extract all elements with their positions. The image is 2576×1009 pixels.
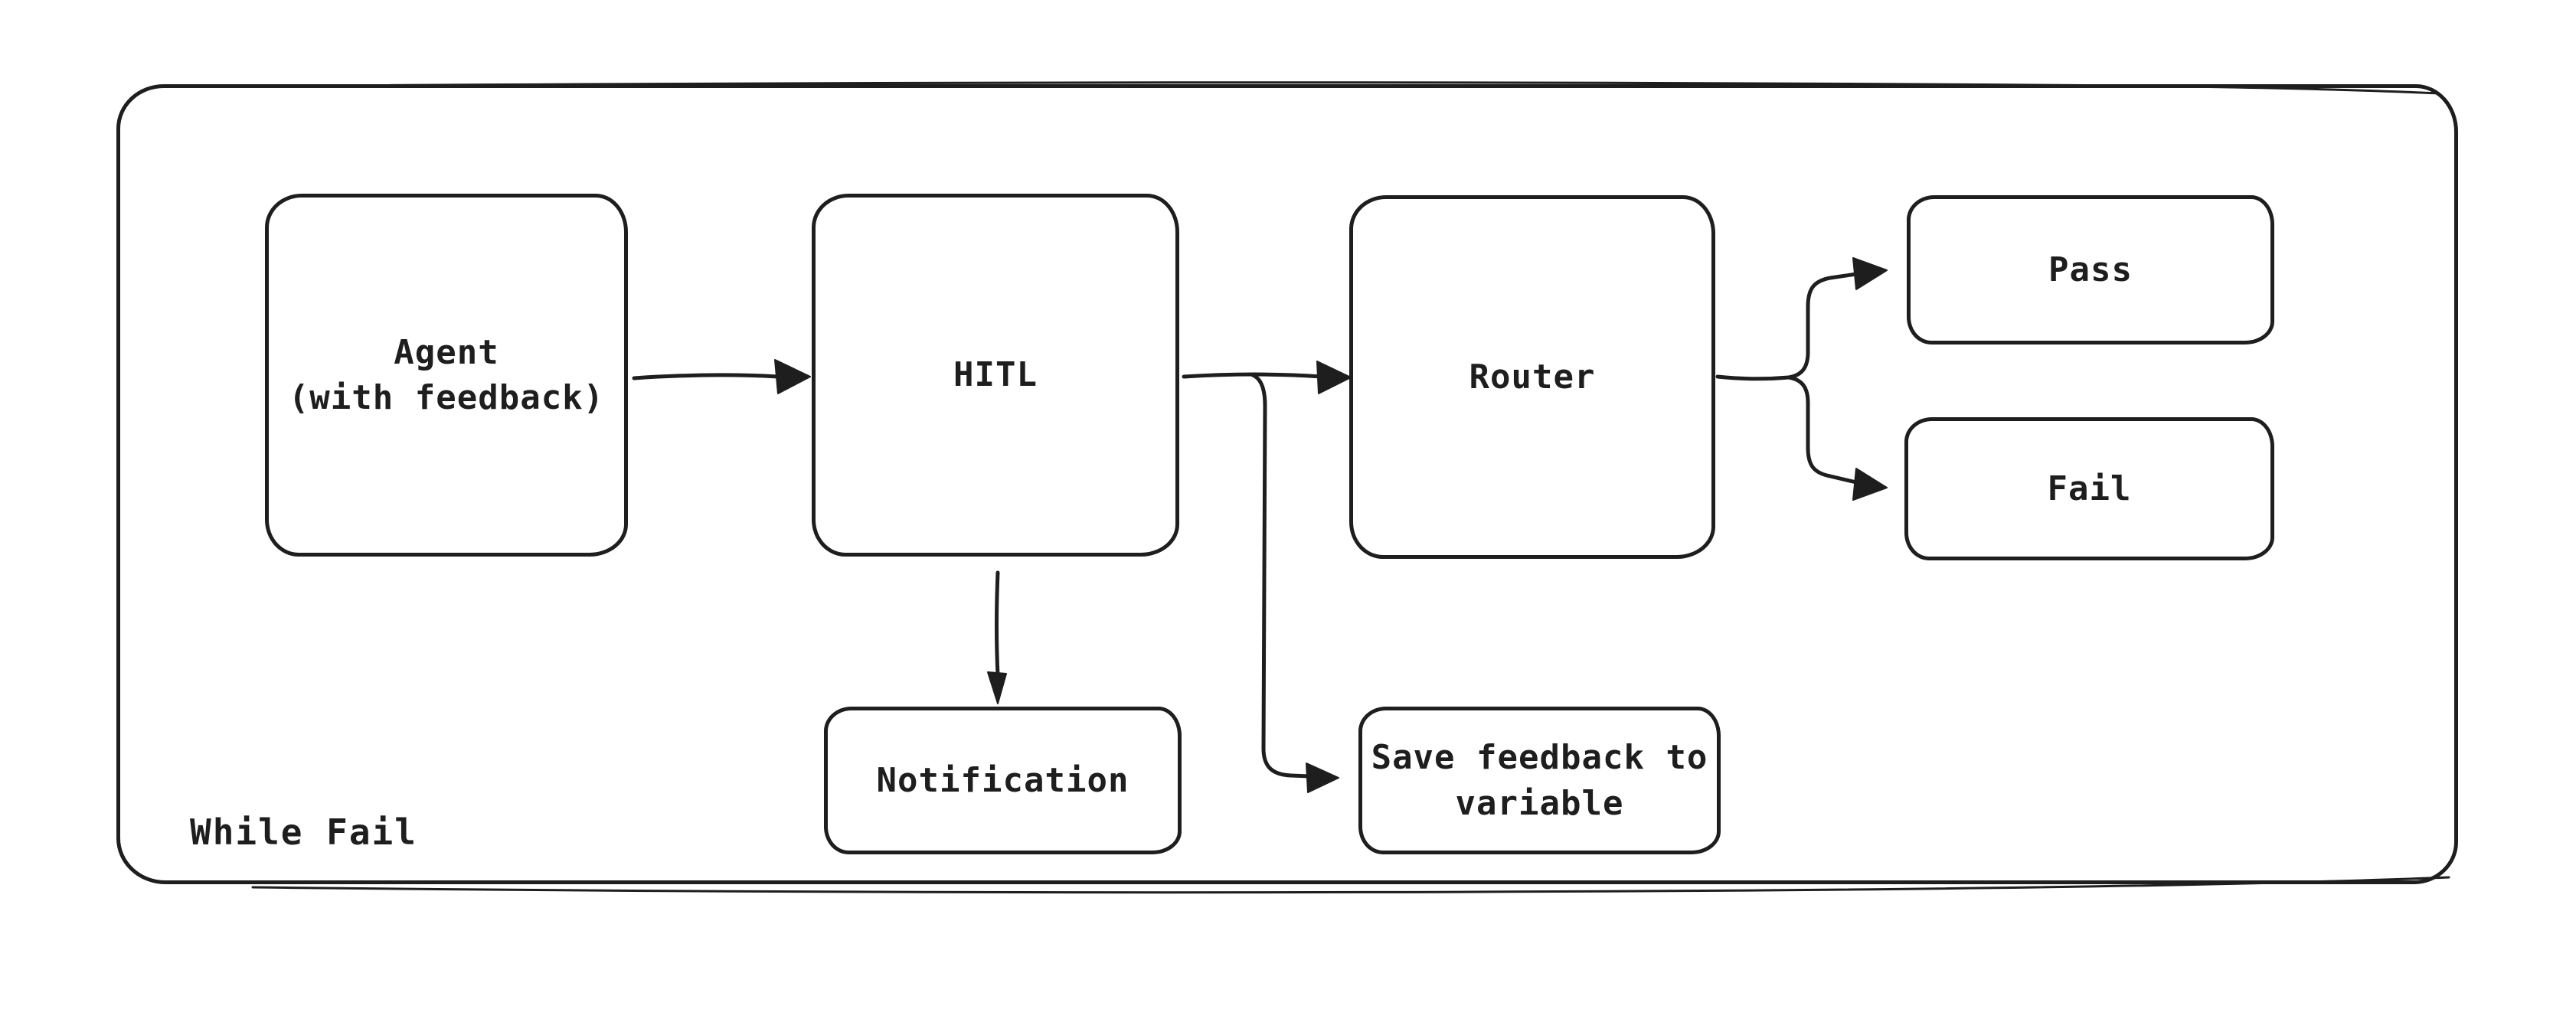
node-hitl: HITL <box>812 194 1179 557</box>
node-hitl-label: HITL <box>953 355 1038 395</box>
node-notification-label: Notification <box>876 760 1129 800</box>
node-agent-label: Agent (with feedback) <box>288 332 605 417</box>
node-router: Router <box>1349 195 1715 559</box>
node-pass: Pass <box>1907 195 2274 344</box>
node-router-label: Router <box>1469 357 1596 397</box>
node-save-feedback: Save feedback to variable <box>1358 707 1721 854</box>
node-fail: Fail <box>1904 417 2274 560</box>
while-fail-label: While Fail <box>190 811 417 853</box>
node-notification: Notification <box>824 707 1182 854</box>
node-save-feedback-label: Save feedback to variable <box>1371 738 1708 823</box>
node-fail-label: Fail <box>2047 469 2132 508</box>
node-agent: Agent (with feedback) <box>265 194 628 557</box>
node-pass-label: Pass <box>2048 250 2133 289</box>
